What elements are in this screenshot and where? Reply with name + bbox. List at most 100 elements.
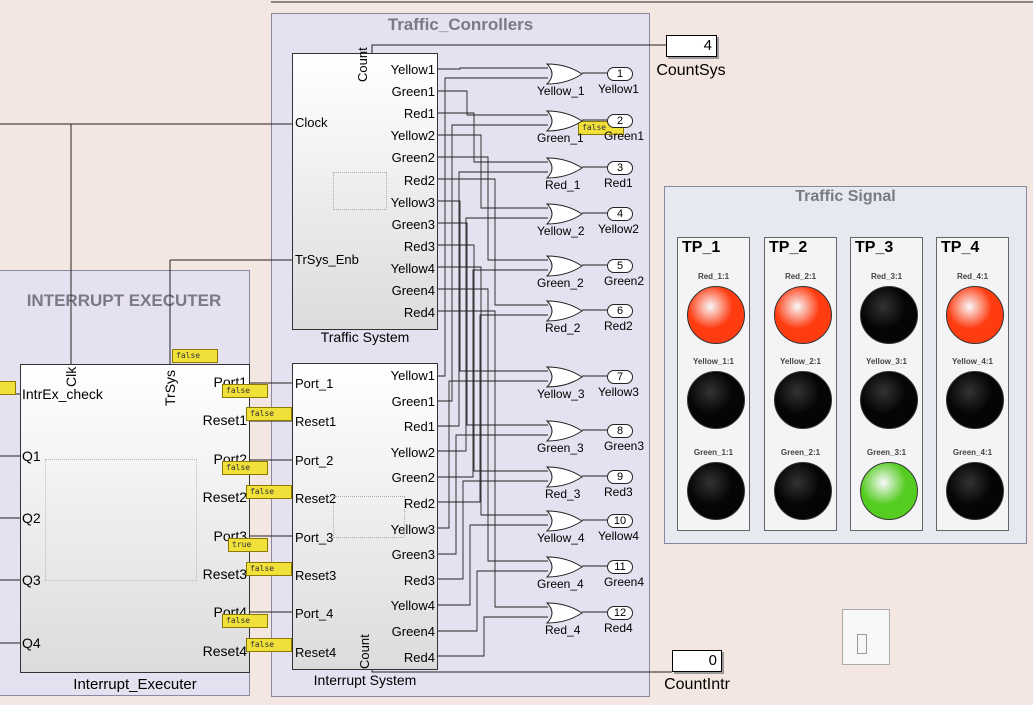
- is-input-reset4: Reset4: [295, 644, 337, 660]
- ts-input-clock: Clock: [295, 115, 328, 130]
- signal-badge-intrex: [0, 381, 16, 395]
- or-gate-icon: [545, 556, 583, 578]
- outport-1[interactable]: 1: [607, 67, 633, 81]
- is-input-port3: Port_3: [295, 529, 334, 545]
- or-gate-red2[interactable]: [545, 300, 585, 322]
- interrupt-system-caption: Interrupt System: [313, 672, 417, 688]
- ie-input-q4: Q4: [22, 635, 41, 651]
- lamp-label-green: Green_1:1: [693, 448, 734, 457]
- signal-badge-reset3: false: [246, 562, 292, 576]
- is-output-red3: Red3: [403, 572, 435, 588]
- traffic-panel-title: TP_2: [769, 239, 808, 256]
- is-output-yellow4: Yellow4: [390, 598, 435, 614]
- ts-output-yellow2: Yellow2: [390, 128, 435, 144]
- ts-output-red3: Red3: [403, 238, 435, 254]
- outport-12[interactable]: 12: [607, 606, 633, 620]
- or-gate-red3[interactable]: [545, 466, 585, 488]
- lamp-label-red: Red_4:1: [956, 272, 989, 281]
- is-input-reset1: Reset1: [295, 414, 337, 430]
- lamp-label-green: Green_3:1: [866, 448, 907, 457]
- or-gate-label: Yellow_3: [537, 387, 585, 401]
- count-intr-display[interactable]: 0: [672, 650, 722, 672]
- outport-6[interactable]: 6: [607, 304, 633, 318]
- or-gate-label: Red_4: [545, 623, 581, 637]
- ie-input-intrex-check: IntrEx_check: [22, 386, 103, 402]
- lamp-green-icon: [687, 462, 745, 520]
- or-gate-label: Red_2: [545, 321, 581, 335]
- interrupt-executer-block[interactable]: IntrEx_check Q1 Q2 Q3 Q4 Clk TrSys Port1…: [20, 364, 250, 673]
- signal-badge-port2: false: [222, 461, 268, 475]
- is-output-red2: Red2: [403, 496, 435, 511]
- count-sys-label: CountSys: [656, 62, 726, 79]
- outport-label: Green3: [604, 439, 645, 453]
- lamp-yellow-icon: [946, 371, 1004, 429]
- outport-2[interactable]: 2: [607, 114, 633, 128]
- or-gate-label: Red_1: [545, 178, 581, 192]
- outport-4[interactable]: 4: [607, 207, 633, 221]
- ts-input-trsys-enb: TrSys_Enb: [295, 252, 359, 267]
- lamp-label-yellow: Yellow_4:1: [952, 357, 993, 366]
- lamp-label-red: Red_1:1: [697, 272, 730, 281]
- or-gate-yellow4[interactable]: [545, 510, 585, 532]
- unconnected-subsystem-block[interactable]: [842, 609, 890, 665]
- or-gate-yellow1[interactable]: [545, 63, 585, 85]
- or-gate-icon: [545, 203, 583, 225]
- or-gate-icon: [545, 63, 583, 85]
- outport-7[interactable]: 7: [607, 370, 633, 384]
- or-gate-label: Green_4: [537, 577, 584, 591]
- traffic-controllers-title: Traffic_Conrollers: [387, 15, 534, 34]
- or-gate-red1[interactable]: [545, 157, 585, 179]
- outport-9[interactable]: 9: [607, 470, 633, 484]
- traffic-panel-title: TP_1: [682, 239, 721, 256]
- signal-badge-trsys: false: [172, 349, 218, 363]
- outport-label: Red2: [604, 319, 633, 333]
- lamp-green-icon: [860, 462, 918, 520]
- outport-10[interactable]: 10: [607, 514, 633, 528]
- lamp-label-yellow: Yellow_1:1: [693, 357, 734, 366]
- lamp-red-icon: [687, 286, 745, 344]
- outport-label: Red1: [604, 176, 633, 190]
- count-intr-label: CountIntr: [664, 676, 730, 693]
- is-input-reset2: Reset2: [295, 491, 337, 507]
- or-gate-green1[interactable]: [545, 110, 585, 132]
- lamp-yellow-icon: [860, 371, 918, 429]
- or-gate-yellow3[interactable]: [545, 366, 585, 388]
- or-gate-label: Yellow_1: [537, 84, 585, 98]
- ie-input-q3: Q3: [22, 572, 41, 588]
- or-gate-green3[interactable]: [545, 420, 585, 442]
- traffic-system-icon: [333, 172, 387, 210]
- outport-label: Red4: [604, 621, 633, 635]
- or-gate-icon: [545, 420, 583, 442]
- or-gate-label: Yellow_4: [537, 531, 585, 545]
- outport-label: Yellow2: [598, 222, 639, 236]
- outport-3[interactable]: 3: [607, 161, 633, 175]
- outport-11[interactable]: 11: [607, 560, 633, 574]
- or-gate-green4[interactable]: [545, 556, 585, 578]
- or-gate-green2[interactable]: [545, 255, 585, 277]
- or-gate-label: Yellow_2: [537, 224, 585, 238]
- outport-label: Yellow1: [598, 82, 639, 96]
- or-gate-red4[interactable]: [545, 602, 585, 624]
- or-gate-icon: [545, 300, 583, 322]
- is-output-green4: Green4: [391, 624, 435, 639]
- is-output-green3: Green3: [391, 547, 435, 563]
- lamp-label-red: Red_3:1: [870, 272, 903, 281]
- lamp-label-green: Green_2:1: [780, 448, 821, 457]
- traffic-signal-title: Traffic Signal: [795, 188, 896, 205]
- ts-output-yellow1: Yellow1: [390, 62, 435, 77]
- ts-count-port: Count: [355, 47, 370, 82]
- is-input-port1: Port_1: [295, 376, 334, 391]
- or-gate-icon: [545, 157, 583, 179]
- outport-8[interactable]: 8: [607, 424, 633, 438]
- count-sys-display[interactable]: 4: [666, 35, 717, 57]
- or-gate-yellow2[interactable]: [545, 203, 585, 225]
- outport-5[interactable]: 5: [607, 259, 633, 273]
- or-gate-label: Green_2: [537, 276, 584, 290]
- ie-clk-port: Clk: [63, 366, 79, 387]
